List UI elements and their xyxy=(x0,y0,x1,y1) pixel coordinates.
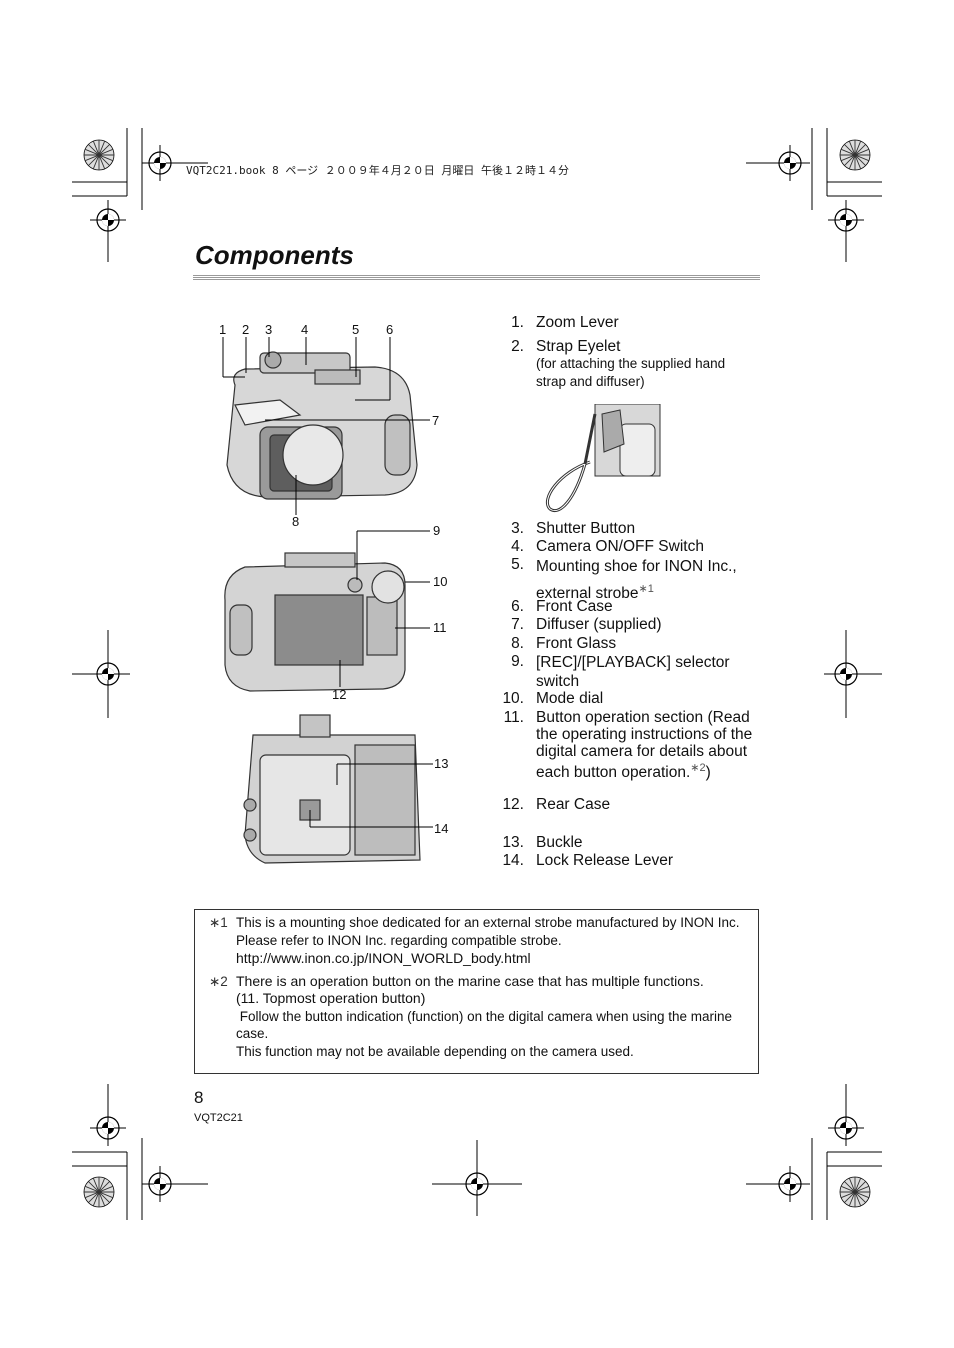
callout-14: 14 xyxy=(434,821,448,836)
callout-13: 13 xyxy=(434,756,448,771)
strap-illustration xyxy=(540,404,662,514)
callout-6: 6 xyxy=(386,322,393,337)
strap-eyelet-note: (for attaching the supplied hand strap a… xyxy=(536,355,756,391)
callout-7: 7 xyxy=(432,413,439,428)
callout-10: 10 xyxy=(433,574,447,589)
document-code: VQT2C21 xyxy=(194,1112,243,1124)
callout-2: 2 xyxy=(242,322,249,337)
callout-8: 8 xyxy=(292,514,299,529)
callout-12: 12 xyxy=(332,687,346,702)
page-title: Components xyxy=(195,240,354,271)
footnote-line: This function may not be available depen… xyxy=(236,1043,634,1061)
print-header: VQT2C21.book 8 ページ ２００９年４月２０日 月曜日 午後１２時１… xyxy=(186,162,569,178)
footnote-mark: ∗2 xyxy=(209,973,228,991)
callout-4: 4 xyxy=(301,322,308,337)
callout-1: 1 xyxy=(219,322,226,337)
callout-3: 3 xyxy=(265,322,272,337)
footnote-url: http://www.inon.co.jp/INON_WORLD_body.ht… xyxy=(236,950,531,968)
footnote-line: Please refer to INON Inc. regarding comp… xyxy=(236,932,562,950)
callout-9: 9 xyxy=(433,523,440,538)
callout-11: 11 xyxy=(433,620,447,635)
marine-case-illustrations xyxy=(205,315,465,890)
footnote-line: case. xyxy=(236,1025,268,1043)
footnote-line: (11. Topmost operation button) xyxy=(236,990,425,1008)
footnote-mark: ∗1 xyxy=(209,914,228,932)
page-number: 8 xyxy=(194,1088,203,1108)
footnote-line: Follow the button indication (function) … xyxy=(236,1008,732,1026)
callout-5: 5 xyxy=(352,322,359,337)
title-rule xyxy=(193,275,760,281)
footnote-line: This is a mounting shoe dedicated for an… xyxy=(236,914,740,932)
footnote-box: ∗1 This is a mounting shoe dedicated for… xyxy=(194,909,759,1074)
footnote-line: There is an operation button on the mari… xyxy=(236,973,704,991)
